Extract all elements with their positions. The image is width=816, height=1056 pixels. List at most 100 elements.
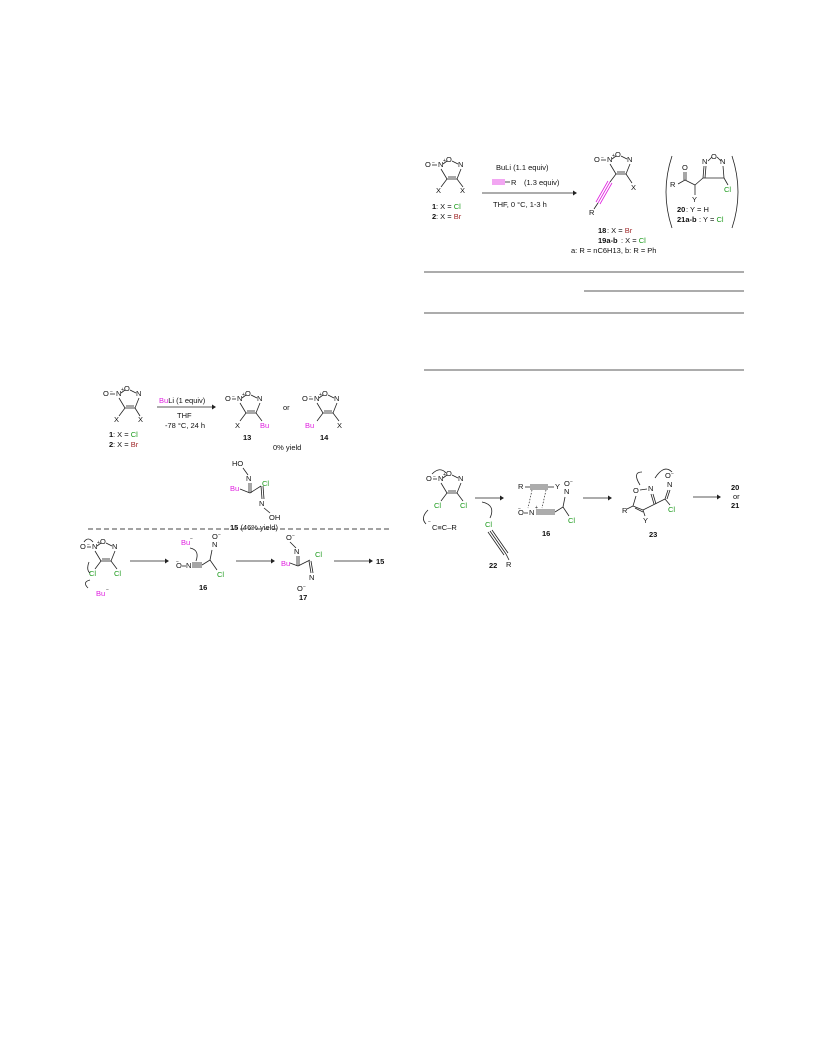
svg-text:X: X (138, 415, 143, 424)
svg-text:−: − (428, 519, 431, 525)
or-text-right: or (733, 492, 740, 501)
svg-text:X: X (235, 421, 240, 430)
svg-text:−: − (518, 506, 521, 512)
svg-text:Bu: Bu (96, 589, 105, 598)
svg-text:O: O (176, 561, 182, 570)
svg-text:Cl: Cl (460, 501, 467, 510)
svg-text:+: + (97, 540, 100, 546)
intermediate-17-structure: O − N Bu Cl N O − (281, 533, 322, 593)
r-sm-2-text: : X = (436, 212, 454, 221)
svg-text:N: N (309, 573, 314, 582)
product-20-21-structure: O R Y N O N Cl (670, 152, 731, 204)
svg-text:−: − (570, 479, 573, 485)
svg-text:O: O (446, 155, 452, 164)
svg-text:−: − (110, 389, 113, 395)
svg-text:+: + (319, 392, 322, 398)
svg-text:N: N (116, 389, 121, 398)
svg-text:O: O (80, 542, 86, 551)
svg-text:−: − (87, 542, 90, 548)
svg-text:N: N (259, 499, 264, 508)
label-16-right: 16 (542, 529, 550, 538)
label-21: 21 (731, 501, 739, 510)
label-22: 22 (489, 561, 497, 570)
left-mechanism: O − N + O N Cl Cl Bu − Bu − (80, 532, 384, 602)
svg-text:N: N (334, 394, 339, 403)
svg-text:Bu: Bu (230, 484, 239, 493)
svg-text:−: − (218, 532, 221, 538)
p20-label: 20 (677, 205, 685, 214)
label-23: 23 (649, 530, 657, 539)
svg-text:Cl: Cl (89, 569, 96, 578)
svg-text:O: O (103, 389, 109, 398)
svg-text:: Y = Cl: : Y = Cl (699, 215, 724, 224)
svg-text:+: + (535, 505, 538, 511)
furoxan-sm-structure: O − N + O N X X (103, 384, 143, 424)
svg-text:−: − (303, 584, 306, 590)
label-16-left: 16 (199, 583, 207, 592)
svg-text:Y: Y (643, 516, 648, 525)
product-15-label: 15 (230, 523, 238, 532)
chloroalkyne-22-structure: Cl R (485, 520, 512, 569)
svg-text:Cl: Cl (485, 520, 492, 529)
svg-text:R: R (670, 180, 676, 189)
product-14-label: 14 (320, 433, 329, 442)
svg-text:N: N (257, 394, 262, 403)
svg-text:X: X (114, 415, 119, 424)
svg-text:N: N (458, 160, 463, 169)
svg-text:: X = Br: : X = Br (113, 440, 139, 449)
p20-text: : Y = H (686, 205, 709, 214)
svg-text:O: O (711, 152, 717, 161)
svg-text:N: N (136, 389, 141, 398)
svg-text:N: N (237, 394, 242, 403)
svg-text:N: N (92, 542, 97, 551)
intermediate-23-structure: O N R Y N O − Cl (622, 468, 675, 525)
product-13-structure: O − N + O N X Bu (225, 389, 269, 430)
r-sm-2-label: 2 (432, 212, 436, 221)
svg-text:: X = Br: : X = Br (436, 212, 462, 221)
svg-text:Cl: Cl (668, 505, 675, 514)
right-mechanism: O − N + O N Cl Cl − C≡C–R Cl (423, 468, 740, 570)
right-sm-furoxan-structure: O − N + O N X X (425, 155, 465, 195)
svg-text:Y: Y (692, 195, 697, 204)
svg-text:+: + (121, 387, 124, 393)
svg-text:N: N (648, 484, 653, 493)
svg-text:N: N (438, 160, 443, 169)
svg-text:N: N (607, 155, 612, 164)
svg-text:−: − (176, 559, 179, 565)
svg-text:: X = Cl: : X = Cl (113, 430, 138, 439)
svg-text:N: N (246, 474, 251, 483)
svg-text:X: X (631, 183, 636, 192)
svg-text:Bu: Bu (260, 421, 269, 430)
svg-text:X: X (337, 421, 342, 430)
svg-text:−: − (601, 155, 604, 161)
svg-text:Y: Y (555, 482, 560, 491)
or-text: or (283, 403, 290, 412)
svg-text:+: + (242, 392, 245, 398)
p19-label: 19a-b (598, 236, 618, 245)
svg-text:O: O (426, 474, 432, 483)
svg-text:15 (46% yield): 15 (46% yield) (230, 523, 278, 532)
svg-text:O: O (665, 471, 671, 480)
svg-text:N: N (627, 155, 632, 164)
product-18-19-structure: O − N + O N R X (589, 150, 636, 217)
p19-text: : X = (621, 236, 639, 245)
svg-text:N: N (186, 561, 191, 570)
svg-text:N: N (702, 157, 707, 166)
r-reagent-1: BuLi (1.1 equiv) (496, 163, 549, 172)
svg-text:N: N (438, 474, 443, 483)
svg-text:O: O (682, 163, 688, 172)
svg-text:N: N (314, 394, 319, 403)
svg-text:R: R (518, 482, 524, 491)
svg-text:Bu: Bu (181, 538, 190, 547)
svg-text:−: − (106, 587, 109, 593)
svg-text:O: O (425, 160, 431, 169)
p21-text: : Y = (699, 215, 716, 224)
svg-text:Bu: Bu (281, 559, 290, 568)
svg-text:O: O (594, 155, 600, 164)
svg-text:Cl: Cl (217, 570, 224, 579)
yield-0-text: 0% yield (273, 443, 301, 452)
svg-text:O: O (302, 394, 308, 403)
p18-x: Br (625, 226, 633, 235)
product-15-structure: HO N Bu Cl N OH (230, 459, 280, 522)
svg-text:O: O (100, 537, 106, 546)
